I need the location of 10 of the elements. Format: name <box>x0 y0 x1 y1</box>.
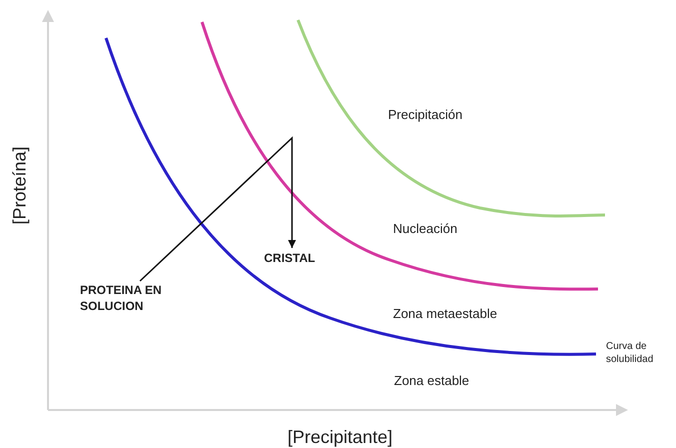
curve-label: Curva de solubilidad <box>606 340 654 366</box>
arrow <box>139 136 296 282</box>
axis-title: [Precipitante] <box>287 426 393 448</box>
annotation-text: CRISTAL <box>264 250 324 266</box>
zone-label: Nucleación <box>393 221 458 236</box>
axis-title: [Proteína] <box>10 146 30 224</box>
annotation-text: PROTEINA EN SOLUCION <box>80 282 204 314</box>
zone-label: Zona estable <box>394 373 470 388</box>
zone-label: Zona metaestable <box>393 306 498 321</box>
zone-label: Precipitación <box>388 107 462 122</box>
